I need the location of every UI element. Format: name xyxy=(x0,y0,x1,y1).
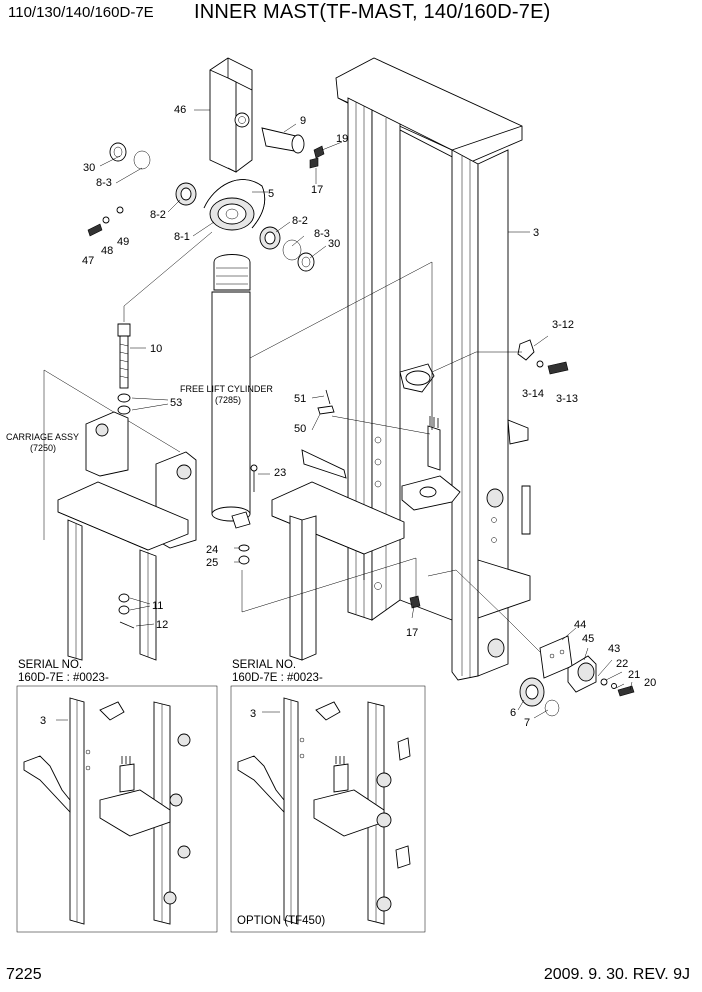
part-8-1-sheave xyxy=(209,197,255,231)
part-10-rod xyxy=(117,323,131,389)
free-lift-cylinder xyxy=(211,254,251,529)
carriage-assy-ref: (7250) xyxy=(30,443,56,453)
chain-anchor xyxy=(427,416,531,535)
callout-5: 5 xyxy=(268,188,274,200)
part-5-chain xyxy=(203,179,266,229)
carriage-assembly xyxy=(43,369,197,661)
part-9-shaft xyxy=(261,127,305,154)
serial-right-value: 160D-7E : #0023- xyxy=(232,672,323,684)
inner-mast-assembly xyxy=(335,57,531,681)
callout-30: 30 xyxy=(83,162,95,174)
carriage-assy-label: CARRIAGE ASSY xyxy=(6,432,79,442)
callout-3: 3 xyxy=(533,227,539,239)
callout-23: 23 xyxy=(274,467,286,479)
callout-21: 21 xyxy=(628,669,640,681)
inner-lower-crosspiece xyxy=(271,449,405,661)
serial-left-value: 160D-7E : #0023- xyxy=(18,672,109,684)
callout-labels: 46 9 19 17 5 30 8-3 8-2 8-1 47 48 49 8-2… xyxy=(40,104,656,729)
free-lift-cylinder-label: FREE LIFT CYLINDER xyxy=(180,384,273,394)
callout-50: 50 xyxy=(294,423,306,435)
callout-6: 6 xyxy=(510,707,516,719)
callout-3-13: 3-13 xyxy=(556,393,578,405)
callout-30b: 30 xyxy=(328,238,340,250)
free-lift-cylinder-ref: (7285) xyxy=(215,395,241,405)
callout-8-3b: 8-3 xyxy=(314,228,330,240)
callout-3-12: 3-12 xyxy=(552,319,574,331)
serial-right-title: SERIAL NO. xyxy=(232,659,296,671)
serial-left-title: SERIAL NO. xyxy=(18,659,82,671)
page-title: INNER MAST(TF-MAST, 140/160D-7E) xyxy=(194,1,551,23)
callout-53: 53 xyxy=(170,397,182,409)
callout-19: 19 xyxy=(336,133,348,145)
callout-10: 10 xyxy=(150,343,162,355)
revision-date: 2009. 9. 30. REV. 9J xyxy=(543,966,690,983)
callout-3-14: 3-14 xyxy=(522,388,544,400)
callout-8-2: 8-2 xyxy=(150,209,166,221)
callout-25: 25 xyxy=(206,557,218,569)
callout-43: 43 xyxy=(608,643,620,655)
callout-44: 44 xyxy=(574,619,586,631)
callout-47: 47 xyxy=(82,255,94,267)
option-label: OPTION (TF450) xyxy=(237,915,325,927)
callout-22: 22 xyxy=(616,658,628,670)
page-number: 7225 xyxy=(6,966,42,983)
serial-inset-left xyxy=(16,685,218,933)
callout-17: 17 xyxy=(311,184,323,196)
callout-3-inset-right: 3 xyxy=(250,708,256,720)
callout-51: 51 xyxy=(294,393,306,405)
serial-inset-right xyxy=(230,685,426,933)
callout-11: 11 xyxy=(152,600,163,612)
callout-46: 46 xyxy=(174,104,186,116)
callout-49: 49 xyxy=(117,236,129,248)
callout-24: 24 xyxy=(206,544,218,556)
callout-7: 7 xyxy=(524,717,530,729)
sensor-bracket-parts xyxy=(539,635,635,697)
part-46-support-bracket xyxy=(209,57,253,173)
callout-9: 9 xyxy=(300,115,306,127)
callout-45: 45 xyxy=(582,633,594,645)
callout-17b: 17 xyxy=(406,627,418,639)
callout-8-3: 8-3 xyxy=(96,177,112,189)
callout-8-2b: 8-2 xyxy=(292,215,308,227)
model-range: 110/130/140/160D-7E xyxy=(8,4,154,21)
callout-48: 48 xyxy=(101,245,113,257)
callout-20: 20 xyxy=(644,677,656,689)
callout-3-inset-left: 3 xyxy=(40,715,46,727)
callout-8-1: 8-1 xyxy=(174,231,190,243)
callout-12: 12 xyxy=(156,619,168,631)
